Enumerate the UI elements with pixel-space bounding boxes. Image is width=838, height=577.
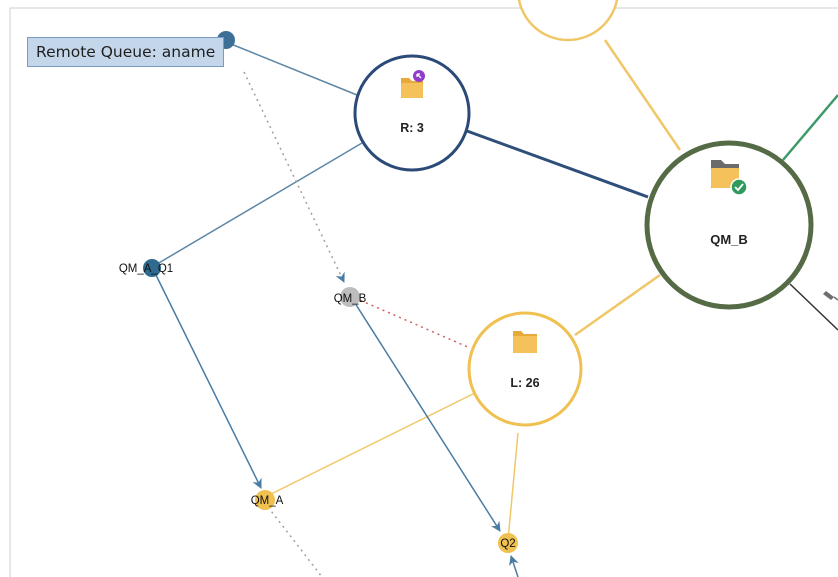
edge-local-to-manager xyxy=(574,273,661,337)
edge-remote-to-manager xyxy=(466,129,649,199)
remote-queue-tooltip: Remote Queue: aname xyxy=(27,37,225,67)
edge-qm-a-q1-to-qm-a xyxy=(153,270,262,489)
qm-b-manager-node[interactable]: QM_B xyxy=(644,140,814,310)
edge-top-node-to-manager xyxy=(603,39,682,151)
edge-tooltip-node-to-remote xyxy=(225,41,358,96)
queue-node-qm-a[interactable]: QM_A xyxy=(251,490,284,510)
folder-icon xyxy=(513,331,537,353)
remote-group-node[interactable]: R: 3 xyxy=(353,54,471,172)
edge-qm-b-to-q2 xyxy=(352,299,501,532)
edge-manager-green xyxy=(782,94,838,161)
edge-local-to-qm-a xyxy=(264,392,476,498)
queue-label-qm-a-q1: QM_A_Q1 xyxy=(119,263,173,275)
remote-group-label: R: 3 xyxy=(400,121,424,135)
edge-manager-dark xyxy=(789,283,838,331)
local-group-label: L: 26 xyxy=(510,376,539,390)
edge-local-to-q2 xyxy=(507,432,519,541)
edge-dotted-from-qm-a xyxy=(267,506,323,577)
qm-b-manager-label: QM_B xyxy=(710,232,748,247)
queue-node-qm-b[interactable]: QM_B xyxy=(334,287,367,307)
top-partial-node[interactable] xyxy=(517,0,619,42)
edge-dotted-to-qm-b xyxy=(243,71,345,283)
folder-remote-icon xyxy=(401,70,425,98)
plug-icon xyxy=(823,291,838,301)
edge-remote-to-qm-a-q1 xyxy=(151,142,363,268)
queue-label-q2: Q2 xyxy=(500,538,515,550)
queue-label-qm-a: QM_A xyxy=(251,495,284,507)
queue-node-q2[interactable]: Q2 xyxy=(498,533,518,553)
edges xyxy=(151,39,838,577)
queue-label-qm-b: QM_B xyxy=(334,293,367,305)
local-group-node[interactable]: L: 26 xyxy=(467,311,583,427)
queue-node-qm-a-q1[interactable]: QM_A_Q1 xyxy=(119,259,173,277)
edge-into-q2-from-below xyxy=(509,555,519,577)
folder-check-icon xyxy=(711,160,748,196)
